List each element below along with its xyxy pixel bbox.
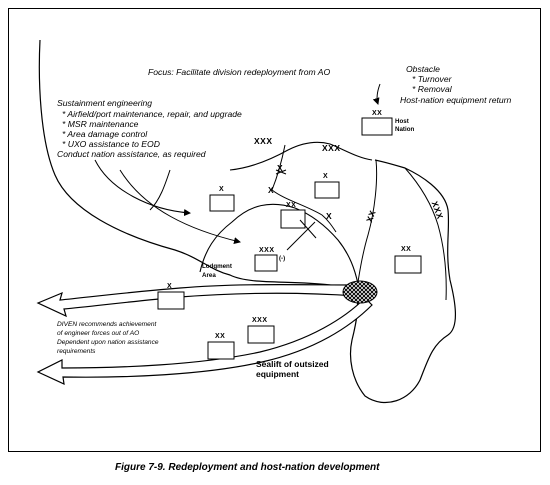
sustainment-title: Sustainment engineering — [57, 98, 153, 108]
sustainment-arrow-2 — [119, 169, 241, 245]
host-nation-unit-box — [361, 117, 393, 136]
division-right-echelon: XX — [401, 246, 412, 253]
corps-lodgment-box — [254, 254, 278, 272]
sealift-label-1: Sealift of outsized — [256, 359, 329, 369]
focus-text: Focus: Facilitate division redeployment … — [148, 67, 331, 77]
figure-frame — [8, 8, 541, 452]
host-nation-label-2: Nation — [395, 126, 415, 133]
division-center-box — [280, 209, 306, 229]
division-lower-box — [207, 341, 235, 360]
corps-lodgment-suffix: (-) — [279, 255, 286, 262]
obstacle-title: Obstacle — [406, 64, 440, 74]
division-lower-echelon: XX — [215, 333, 226, 340]
lodgment-label-1: Lodgment — [202, 263, 232, 270]
brigade-lower-echelon: X — [167, 283, 173, 290]
lodgment-label-2: Area — [202, 272, 216, 279]
brigade-right-echelon: X — [323, 173, 329, 180]
corps-boundary-right-echelon: XXX — [322, 143, 341, 153]
division-right-box — [394, 255, 422, 274]
sustainment-item-area-damage: * Area damage control — [62, 129, 148, 139]
diven-line-4: requirements — [57, 348, 96, 355]
sealift-label-2: equipment — [256, 369, 299, 379]
diven-line-3: Dependent upon nation assistance — [57, 339, 159, 346]
sustainment-item-uxo: * UXO assistance to EOD — [62, 139, 160, 149]
corps-lower-box — [247, 325, 275, 344]
division-boundary-1 — [271, 144, 286, 191]
brigade-lower-box — [157, 291, 185, 310]
host-nation-label-1: Host — [395, 118, 409, 125]
division-center-echelon: XX — [286, 202, 297, 209]
figure-caption: Figure 7-9. Redeployment and host-nation… — [115, 462, 380, 473]
division-boundary-x2: X — [268, 185, 275, 195]
sustainment-footer: Conduct nation assistance, as required — [57, 149, 206, 159]
obstacle-item-turnover: * Turnover — [412, 74, 452, 84]
division-boundary-right — [357, 159, 378, 283]
host-nation-echelon: XX — [372, 110, 383, 117]
corps-lodgment-echelon: XXX — [259, 247, 275, 254]
brigade-left-box — [209, 194, 235, 212]
obstacle-item-removal: * Removal — [412, 84, 452, 94]
corps-lower-echelon: XXX — [252, 317, 268, 324]
diven-line-2: of engineer forces out of AO — [57, 330, 140, 337]
diven-line-1: DIVEN recommends achievement — [57, 321, 157, 328]
division-center-crossed-2 — [299, 219, 317, 239]
corps-boundary-upper — [229, 141, 373, 171]
sustainment-arrow-1 — [94, 159, 191, 217]
obstacle-arrow — [372, 83, 381, 105]
sustainment-item-airfield: * Airfield/port maintenance, repair, and… — [62, 109, 242, 119]
lodgment-region — [199, 203, 359, 285]
division-boundary-2 — [271, 189, 337, 233]
port-chokepoint — [342, 280, 378, 304]
division-center-crossed-1 — [286, 221, 316, 251]
sealift-arrow — [36, 297, 373, 386]
division-boundary-far-right — [404, 167, 447, 301]
brigade-right-box — [314, 181, 340, 199]
division-boundary-x3: X — [326, 211, 333, 221]
host-nation-equipment-return: Host-nation equipment return — [400, 95, 512, 105]
brigade-left-echelon: X — [219, 186, 225, 193]
division-boundary-x1: X — [277, 163, 284, 173]
corps-boundary-left-echelon: XXX — [254, 136, 273, 146]
sustainment-arrow-3 — [149, 169, 171, 211]
area-boundary — [38, 39, 456, 404]
redeployment-arrow-upper — [36, 284, 361, 318]
sustainment-item-msr: * MSR maintenance — [62, 119, 139, 129]
